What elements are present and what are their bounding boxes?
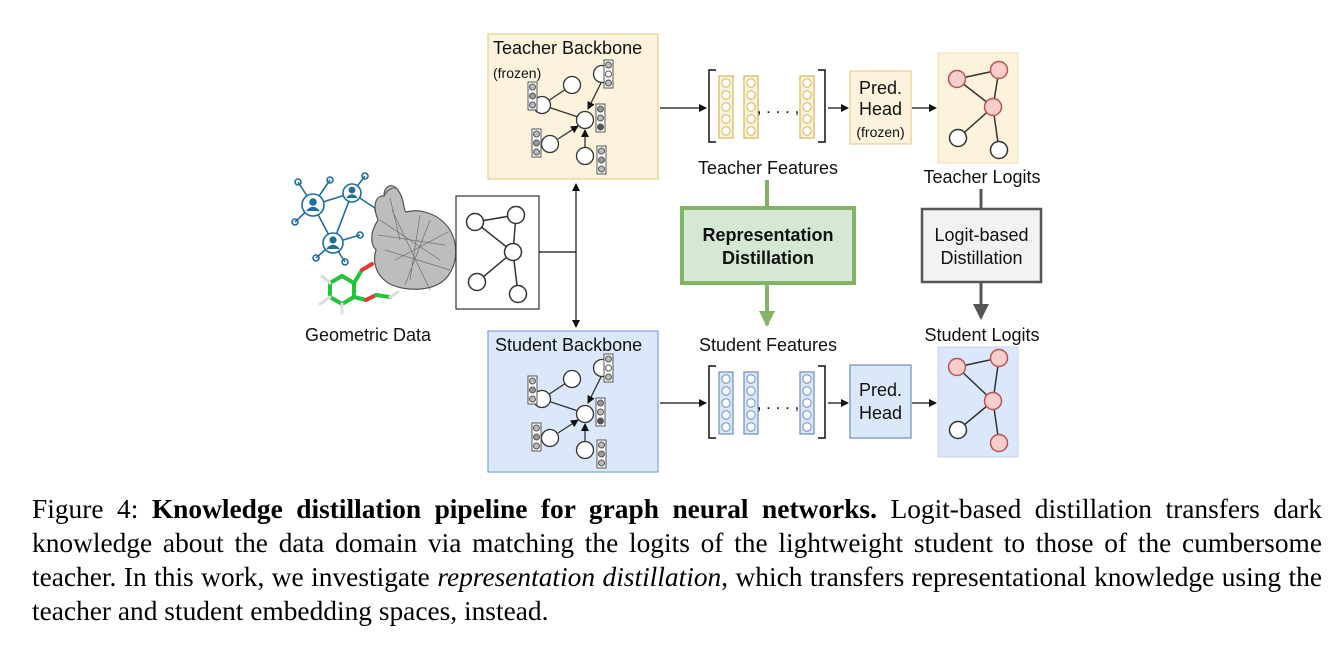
teacher-features-separator: , . . . , bbox=[757, 98, 800, 117]
student-features-label: Student Features bbox=[699, 335, 837, 355]
rep-distill-line1: Representation bbox=[702, 225, 833, 245]
student-logits-label: Student Logits bbox=[924, 325, 1039, 345]
caption-text-1: Logit-based distillation transfers dark … bbox=[32, 494, 1322, 592]
student-pred-head: Pred. Head bbox=[849, 364, 912, 439]
logit-distill-line2: Distillation bbox=[940, 248, 1022, 268]
teacher-backbone: Teacher Backbone (frozen) bbox=[487, 33, 659, 180]
molecule-icon bbox=[318, 262, 400, 315]
student-logits-graph: Student Logits bbox=[924, 325, 1040, 458]
teacher-head-line2: Head bbox=[859, 99, 902, 119]
caption-title: Knowledge distillation pipeline for grap… bbox=[151, 494, 877, 524]
teacher-logits-graph: Teacher Logits bbox=[923, 52, 1041, 187]
caption-label: Figure 4: bbox=[32, 494, 139, 524]
network-icon bbox=[291, 172, 382, 266]
teacher-features-label: Teacher Features bbox=[698, 158, 838, 178]
geometric-data-label: Geometric Data bbox=[305, 325, 432, 345]
teacher-head-line1: Pred. bbox=[859, 78, 902, 98]
figure-caption: Figure 4: Knowledge distillation pipelin… bbox=[32, 492, 1322, 628]
student-head-line1: Pred. bbox=[859, 380, 902, 400]
teacher-head-note: (frozen) bbox=[856, 124, 904, 140]
teacher-frozen-note: (frozen) bbox=[493, 65, 541, 81]
input-graph bbox=[455, 195, 540, 310]
logit-distill-line1: Logit-based bbox=[934, 225, 1028, 245]
teacher-pred-head: Pred. Head (frozen) bbox=[849, 70, 912, 145]
caption-text-2: , which transfers representational knowl… bbox=[32, 562, 1322, 626]
input-connectors bbox=[539, 183, 580, 328]
rep-distill-line2: Distillation bbox=[722, 248, 814, 268]
teacher-features: , . . . , Teacher Features bbox=[698, 69, 838, 178]
flow-arrows bbox=[660, 104, 937, 407]
student-features-separator: , . . . , bbox=[757, 394, 800, 413]
student-features: , . . . , Student Features bbox=[699, 335, 837, 439]
student-head-line2: Head bbox=[859, 403, 902, 423]
pipeline-diagram: Geometric Data Teacher Backbone (frozen) bbox=[291, 33, 1043, 473]
logit-distillation: Logit-based Distillation bbox=[920, 189, 1043, 320]
teacher-backbone-title: Teacher Backbone bbox=[493, 38, 642, 58]
bunny-mesh-icon bbox=[371, 185, 457, 291]
student-backbone: Student Backbone bbox=[487, 330, 659, 473]
caption-emphasis: representation distillation bbox=[437, 562, 722, 592]
representation-distillation: Representation Distillation bbox=[680, 180, 856, 327]
teacher-logits-label: Teacher Logits bbox=[923, 167, 1040, 187]
student-backbone-title: Student Backbone bbox=[495, 335, 642, 355]
